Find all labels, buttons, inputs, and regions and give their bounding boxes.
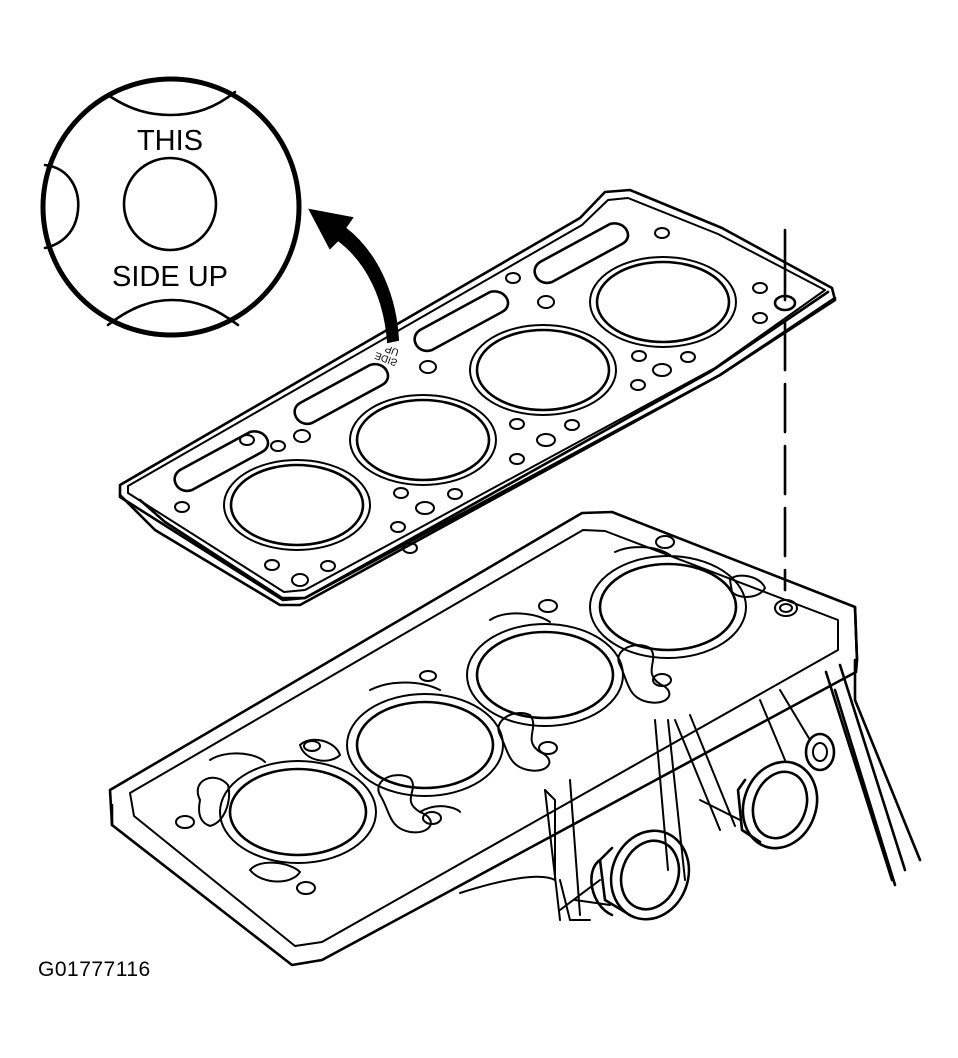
gasket-mark-line2: UP xyxy=(383,342,400,357)
block-bore-4-ring xyxy=(589,555,747,659)
gasket-holes xyxy=(174,227,797,587)
block-skirt xyxy=(459,658,922,921)
callout-text-this: THIS xyxy=(137,125,203,157)
block-deck-outline xyxy=(108,510,859,967)
block-bolt-holes xyxy=(175,535,798,895)
callout-top-hole-edge xyxy=(106,90,237,117)
block-bore-1-ring xyxy=(219,760,377,864)
engine-block xyxy=(108,510,922,967)
gasket-thickness-edge xyxy=(118,296,837,607)
callout-bottom-hole-edge xyxy=(106,298,240,327)
gasket-bore-4 xyxy=(595,260,731,344)
block-right-edge xyxy=(853,605,859,662)
gasket-bores xyxy=(223,256,737,551)
callout-text-side-up: SIDE UP xyxy=(112,261,228,293)
callout-circle xyxy=(40,76,302,338)
callout-center-hole xyxy=(122,156,218,252)
callout-left-hole-edge xyxy=(43,163,80,250)
callout-arrow xyxy=(308,208,400,344)
head-gasket: ƧIDE UP xyxy=(118,188,837,607)
gasket-slots xyxy=(173,222,630,493)
block-bores xyxy=(219,555,747,864)
block-bore-1 xyxy=(228,767,368,857)
block-deck-inner-edge xyxy=(129,529,839,947)
block-side-bosses xyxy=(590,732,836,921)
figure-code: G01777116 xyxy=(38,958,151,981)
gasket-bore-3 xyxy=(475,328,611,412)
block-bore-3 xyxy=(475,630,615,720)
block-bore-2-ring xyxy=(346,693,504,797)
magnified-callout: THIS SIDE UP xyxy=(40,76,302,338)
gasket-bore-2 xyxy=(355,398,491,482)
block-bore-2 xyxy=(355,700,495,790)
gasket-bore-1 xyxy=(229,463,365,547)
block-bore-4 xyxy=(598,562,738,652)
curved-arrow-icon xyxy=(308,208,400,344)
block-bore-3-ring xyxy=(466,623,624,727)
gasket-outline xyxy=(118,188,837,602)
